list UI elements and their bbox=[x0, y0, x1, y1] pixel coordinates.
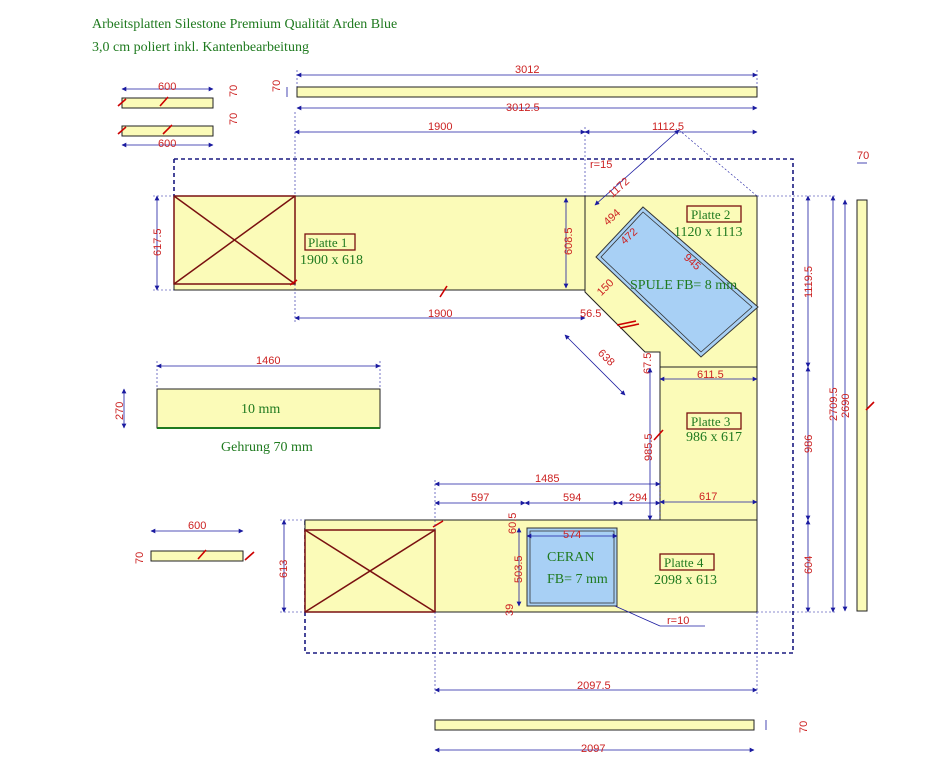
radius-10: r=10 bbox=[667, 615, 689, 627]
appliance-box-2 bbox=[304, 529, 436, 613]
strip-1460: 1460 270 10 mm Gehrung 70 mm bbox=[114, 355, 381, 455]
plate-1-name: Platte 1 bbox=[308, 235, 347, 250]
plate-4-label: Platte 4 2098 x 613 bbox=[654, 553, 717, 588]
dims-plate4-left: 613 bbox=[278, 519, 305, 613]
strip-600-c: 600 70 bbox=[134, 520, 255, 564]
ceran-label: CERAN bbox=[547, 550, 594, 565]
ceran-cutout bbox=[526, 527, 618, 607]
dims-plate4-top: 1485 597 594 294 60.5 574 503.5 39 r=10 bbox=[434, 473, 705, 627]
dim-1900-b: 1900 bbox=[428, 308, 452, 320]
dim-67-5: 67.5 bbox=[642, 353, 654, 374]
strip-600-b: 600 70 bbox=[117, 113, 240, 150]
dim-294: 294 bbox=[629, 492, 647, 504]
sink-cutout bbox=[595, 206, 759, 358]
dim-70-bottom: 70 bbox=[798, 721, 810, 733]
plate-3-label: Platte 3 986 x 617 bbox=[686, 412, 742, 445]
plate-1-shape bbox=[173, 195, 586, 291]
dims-upper: 1900 1112.5 r=15 1172 494 472 945 150 61… bbox=[152, 112, 758, 396]
dim-600-b: 600 bbox=[158, 138, 176, 150]
dim-56-5: 56.5 bbox=[580, 308, 601, 320]
dim-2097: 2097 bbox=[581, 743, 605, 755]
dim-2097-5: 2097.5 bbox=[577, 680, 611, 692]
dim-60-5: 60.5 bbox=[507, 513, 519, 534]
dim-2709-5: 2709.5 bbox=[828, 387, 840, 421]
dim-604: 604 bbox=[803, 556, 815, 574]
dim-613: 613 bbox=[278, 560, 290, 578]
plate-2-size: 1120 x 1113 bbox=[674, 225, 742, 240]
dim-600-a: 600 bbox=[158, 81, 176, 93]
plate-3-size: 986 x 617 bbox=[686, 430, 742, 445]
plate-1-label: Platte 1 1900 x 618 bbox=[300, 233, 363, 268]
dim-600-c: 600 bbox=[188, 520, 206, 532]
strip-right-2690: 70 2690 bbox=[840, 150, 875, 612]
dim-3012-5: 3012.5 bbox=[506, 102, 540, 114]
dim-70-a: 70 bbox=[228, 85, 240, 97]
dim-611-5: 611.5 bbox=[697, 369, 724, 381]
plate-1-size: 1900 x 618 bbox=[300, 253, 363, 268]
plate-4-size: 2098 x 613 bbox=[654, 573, 717, 588]
dim-597: 597 bbox=[471, 492, 489, 504]
gehrung-label: Gehrung 70 mm bbox=[221, 440, 313, 455]
dim-986: 986 bbox=[803, 435, 815, 453]
dims-bottom: 2097.5 bbox=[434, 612, 758, 694]
dims-right: 1119.5 986 604 2709.5 bbox=[757, 195, 840, 613]
dim-638: 638 bbox=[595, 347, 616, 368]
radius-15: r=15 bbox=[590, 159, 612, 171]
plate-4-name: Platte 4 bbox=[664, 555, 704, 570]
dim-70-c: 70 bbox=[134, 552, 146, 564]
dim-39: 39 bbox=[504, 604, 516, 616]
strip-thickness-label: 10 mm bbox=[241, 402, 280, 417]
plate-3-name: Platte 3 bbox=[691, 414, 730, 429]
strip-top-3012: 3012 70 3012.5 bbox=[271, 64, 758, 114]
dim-1119-5: 1119.5 bbox=[803, 266, 815, 298]
dim-2690: 2690 bbox=[840, 394, 852, 418]
dims-plate3: 67.5 611.5 985.5 617 bbox=[642, 353, 758, 521]
plate-2-label: Platte 2 1120 x 1113 bbox=[674, 205, 742, 240]
drawing-title: Arbeitsplatten Silestone Premium Qualitä… bbox=[92, 17, 397, 32]
dim-1900-a: 1900 bbox=[428, 121, 452, 133]
dim-70-b: 70 bbox=[228, 113, 240, 125]
dim-1460: 1460 bbox=[256, 355, 280, 367]
ceran-fb-label: FB= 7 mm bbox=[547, 572, 608, 587]
dim-503-5: 503.5 bbox=[513, 555, 525, 583]
drawing-subtitle: 3,0 cm poliert inkl. Kantenbearbeitung bbox=[92, 40, 309, 55]
strip-bottom-2097: 2097 70 bbox=[434, 719, 810, 755]
dim-574: 574 bbox=[563, 529, 581, 541]
dim-270: 270 bbox=[114, 402, 126, 420]
dim-70-right: 70 bbox=[857, 150, 869, 162]
plate-2-name: Platte 2 bbox=[691, 207, 730, 222]
dim-617: 617 bbox=[699, 491, 717, 503]
appliance-box-1 bbox=[173, 195, 296, 285]
dim-70-top: 70 bbox=[271, 80, 283, 92]
sink-label: SPULE FB= 8 mm bbox=[630, 278, 737, 293]
dim-3012: 3012 bbox=[515, 64, 539, 76]
dim-608-5: 608.5 bbox=[563, 227, 575, 255]
dim-594: 594 bbox=[563, 492, 581, 504]
dim-1485: 1485 bbox=[535, 473, 559, 485]
dim-617-5: 617.5 bbox=[152, 228, 164, 256]
dim-1112-5: 1112.5 bbox=[652, 121, 684, 133]
strip-600-a: 600 70 bbox=[117, 81, 240, 109]
dim-985-5: 985.5 bbox=[643, 433, 655, 461]
